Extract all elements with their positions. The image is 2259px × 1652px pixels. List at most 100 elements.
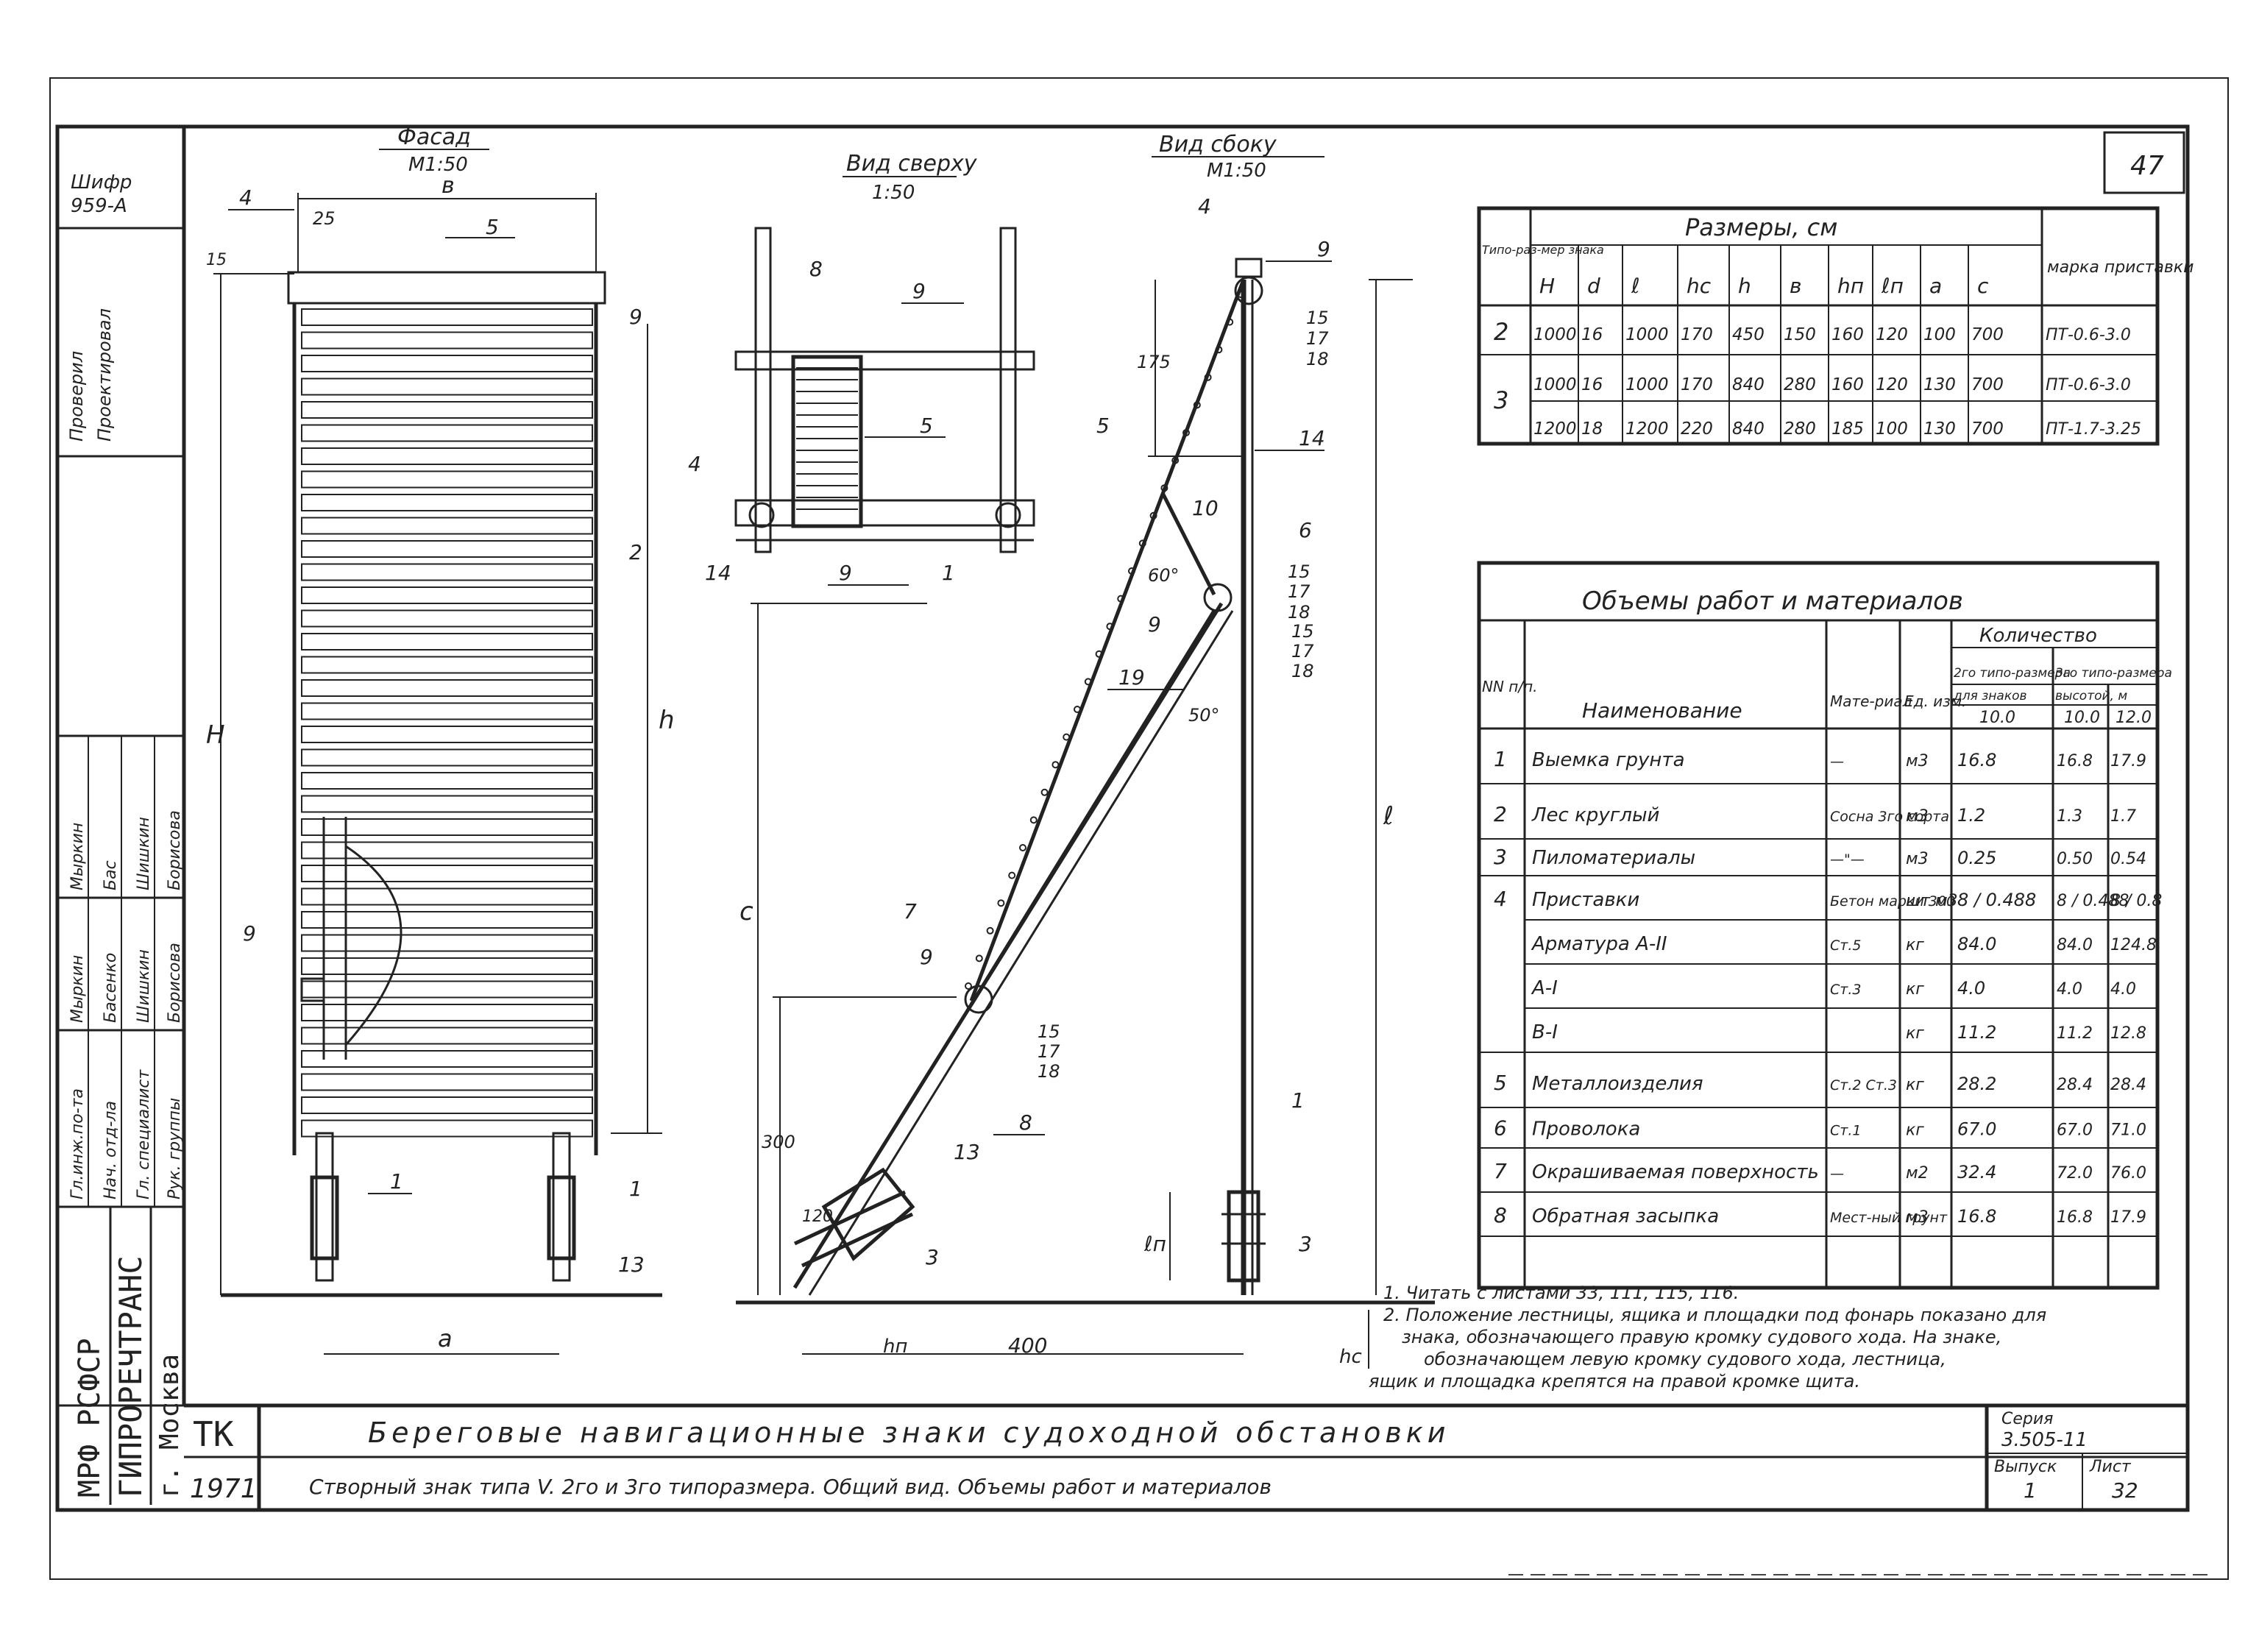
top-view-beam-lower — [734, 499, 1035, 527]
works-row-name: Арматура А-II — [1531, 933, 1667, 955]
sheet-label: Лист — [2089, 1458, 2132, 1476]
facade-slat — [301, 540, 593, 558]
ladder-step-dot — [1138, 539, 1146, 547]
facade-slat — [301, 702, 593, 720]
works-row-name: Металлоизделия — [1532, 1073, 1703, 1095]
ladder-step-dot — [1008, 871, 1016, 879]
sizes-col-type: Типо-раз-мер знака — [1482, 243, 1604, 257]
works-row-v2: 28.4 — [2057, 1076, 2093, 1094]
sizes-cell: 160 — [1831, 375, 1864, 394]
top-view-beam-upper — [734, 350, 1035, 371]
side-callout-5: 5 — [1096, 414, 1110, 438]
side-view-scale: М1:50 — [1207, 160, 1266, 182]
stamp-role-3: Гл. специалист — [135, 1068, 153, 1199]
stamp-name-3: Шишкин — [135, 949, 153, 1023]
sizes-cell: 1200 — [1625, 419, 1669, 439]
title-year: 1971 — [190, 1474, 258, 1504]
side-callout-7: 7 — [904, 899, 917, 924]
works-row-v2: 11.2 — [2057, 1024, 2093, 1043]
facade-callout-9a: 9 — [629, 305, 642, 329]
works-row-name: Обратная засыпка — [1532, 1205, 1719, 1227]
works-row-unit: м2 — [1906, 1164, 1929, 1183]
works-row-v1: 67.0 — [1957, 1119, 1996, 1139]
works-row-material: Ст.3 — [1830, 982, 1861, 998]
facade-slat — [301, 957, 593, 975]
sizes-col-header: а — [1929, 274, 1942, 298]
stamp-name-4: Борисова — [166, 943, 184, 1023]
works-row-name: Выемка грунта — [1532, 749, 1685, 771]
works-row-v2: 72.0 — [2057, 1164, 2093, 1183]
top-callout-5: 5 — [920, 414, 933, 438]
title-tk: ТК — [193, 1414, 234, 1454]
stamp-name-1: Мыркин — [68, 955, 87, 1023]
dim-400: 400 — [1008, 1333, 1047, 1358]
facade-slat — [301, 841, 593, 859]
works-row-name: Проволока — [1532, 1118, 1640, 1140]
sizes-row-type: 2 — [1494, 318, 1508, 346]
dim-175: 175 — [1137, 352, 1171, 372]
ladder-step-dot — [1095, 650, 1103, 658]
note-line-5: ящик и площадка крепятся на правой кромк… — [1369, 1371, 1860, 1392]
side-view-ladder-dots — [965, 291, 1244, 990]
sizes-cell: 185 — [1831, 419, 1864, 439]
ladder-step-dot — [1128, 567, 1135, 575]
side-callout-3a: 3 — [926, 1245, 939, 1269]
stamp-role-4: Рук. группы — [166, 1098, 184, 1199]
facade-slat — [301, 1096, 593, 1114]
ladder-step-dot — [1193, 401, 1201, 409]
works-table: Объемы работ и материалов NN п/п. Наимен… — [1477, 561, 2172, 1290]
works-row-v3: 0.54 — [2110, 850, 2146, 868]
facade-platform-frame — [287, 271, 606, 305]
facade-slat — [301, 494, 593, 511]
ladder-step-dot — [975, 954, 983, 963]
facade-slat — [301, 331, 593, 350]
works-row-v2: 84.0 — [2057, 936, 2093, 954]
ladder-step-dot — [1149, 511, 1157, 520]
works-sub-t3: высотой, м — [2055, 689, 2127, 703]
note-line-1: 1. Читать с листами 33, 111, 115, 116. — [1383, 1283, 1739, 1303]
sizes-cell: 150 — [1784, 325, 1816, 344]
side-callout-17c: 17 — [1291, 641, 1314, 662]
works-row-name: А-I — [1531, 977, 1558, 999]
facade-callout-9b: 9 — [243, 921, 256, 946]
side-callout-9a: 9 — [1317, 237, 1330, 261]
works-row-v1: 1.2 — [1957, 805, 1985, 826]
sizes-col-header: в — [1790, 274, 1802, 298]
side-view-joint-mid — [1203, 583, 1233, 612]
sheet-value: 32 — [2112, 1478, 2138, 1503]
works-col-t3: 3го типо-размера — [2055, 666, 2172, 681]
works-row-unit: м3 — [1906, 752, 1929, 770]
works-col-num: NN п/п. — [1482, 678, 1538, 695]
facade-slat — [301, 772, 593, 790]
facade-title: Фасад — [397, 124, 471, 150]
sizes-table: Размеры, см Типо-раз-мер знака марка при… — [1477, 206, 2194, 446]
facade-footing-right — [547, 1175, 576, 1261]
sizes-cell: 16 — [1581, 325, 1603, 344]
notes: 1. Читать с листами 33, 111, 115, 116. 2… — [1369, 1283, 2046, 1392]
side-callout-4: 4 — [1198, 194, 1211, 219]
works-row-v1: 11.2 — [1957, 1022, 1996, 1043]
works-row-v2: 16.8 — [2057, 752, 2093, 770]
side-callout-9b: 9 — [1148, 612, 1161, 637]
works-row-material: Ст.1 — [1830, 1122, 1861, 1138]
sizes-col-header: hс — [1687, 274, 1712, 298]
works-row-v3: 4.0 — [2110, 980, 2136, 999]
dim-25: 25 — [313, 208, 336, 229]
side-view-title: Вид сбоку — [1159, 132, 1277, 157]
works-row-v3: 17.9 — [2110, 1208, 2146, 1227]
side-callout-15c: 15 — [1291, 621, 1314, 642]
facade-board-slats — [301, 308, 593, 1138]
facade-slat — [301, 1027, 593, 1045]
works-row-unit: кг — [1906, 1024, 1924, 1043]
side-view-lamp-box — [1235, 258, 1263, 278]
ladder-step-dot — [1040, 788, 1049, 796]
sizes-cell: 1000 — [1625, 325, 1669, 344]
sizes-col-header: d — [1587, 274, 1600, 298]
sizes-col-header: с — [1977, 274, 1989, 298]
title-block: ТК 1971 Береговые навигационные знаки су… — [184, 1403, 2188, 1510]
side-callout-15a: 15 — [1306, 308, 1329, 328]
facade-slat — [301, 447, 593, 465]
sizes-cell: 1200 — [1533, 419, 1577, 439]
facade-slat — [301, 424, 593, 442]
side-callout-19: 19 — [1118, 665, 1145, 689]
